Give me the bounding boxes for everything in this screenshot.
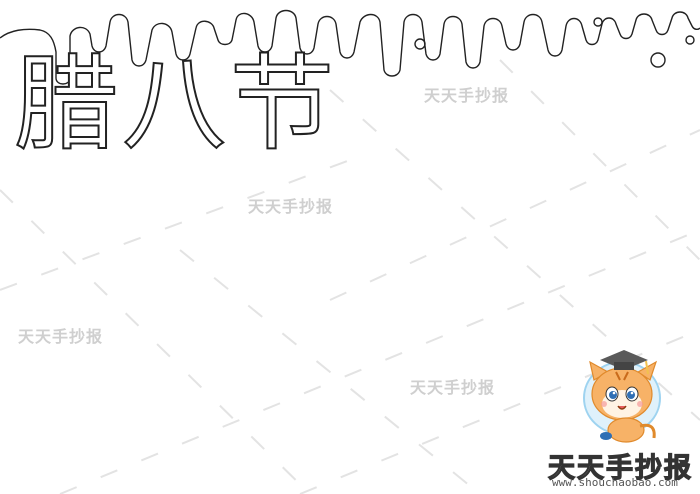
poster-title: 腊八节 [13, 43, 339, 165]
watermark-text: 天天手抄报 [248, 197, 334, 216]
watermark-text: 天天手抄报 [410, 378, 496, 397]
tiger-cub-graduation-cap-icon [583, 350, 661, 443]
brand-url: www.shouchaobao.com [552, 476, 678, 489]
watermark-text: 天天手抄报 [424, 86, 510, 105]
watermark-text: 天天手抄报 [18, 327, 104, 346]
dripping-top-border [0, 9, 700, 85]
brand-logo-text: 天天手抄报 [547, 452, 693, 484]
